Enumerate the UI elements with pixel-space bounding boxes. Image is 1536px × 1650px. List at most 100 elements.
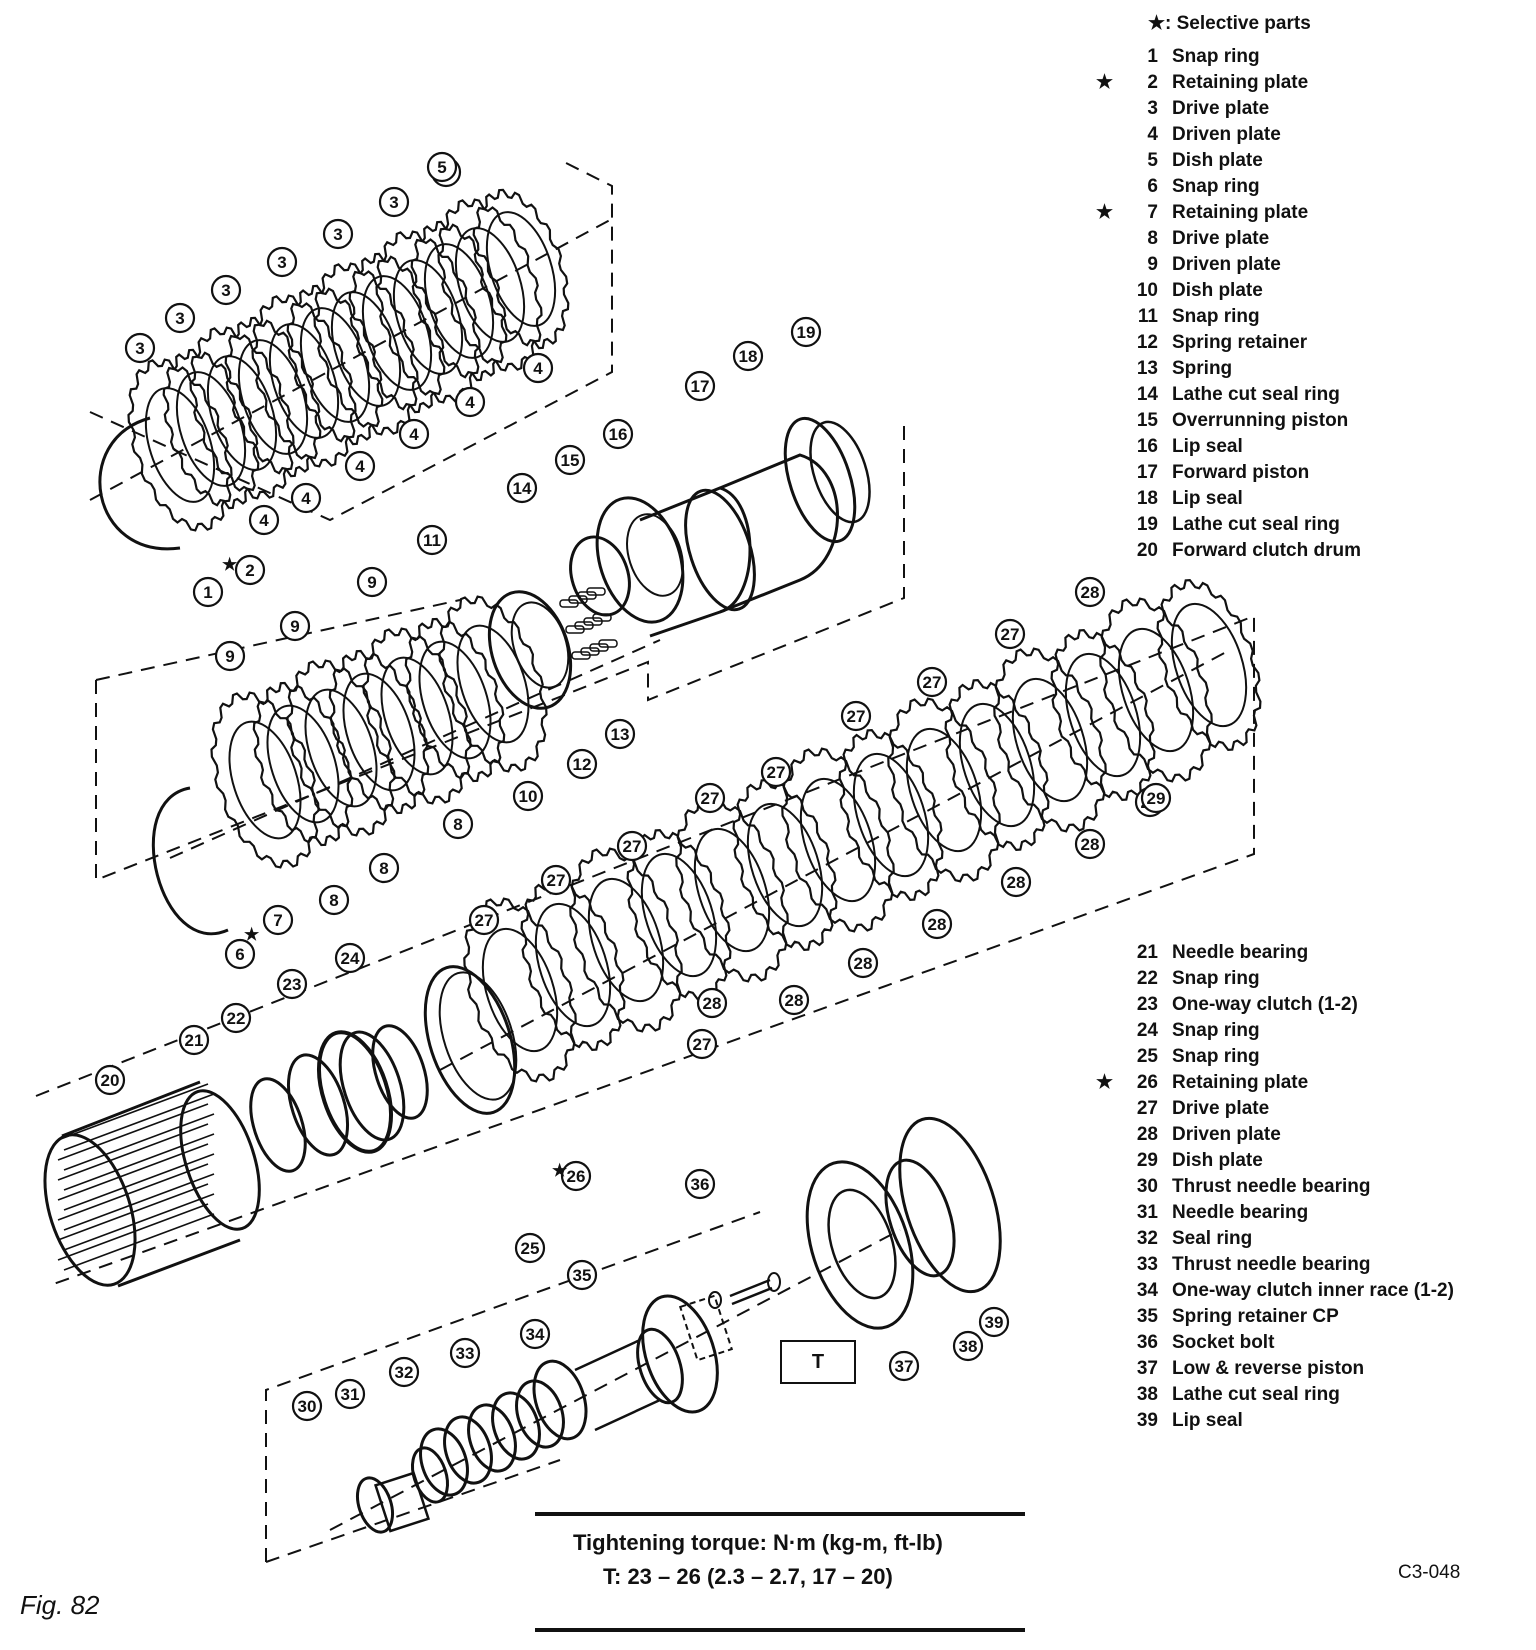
- callout-number: 24: [341, 949, 360, 968]
- callout-3: 3: [378, 186, 410, 218]
- callout-number: 4: [409, 425, 419, 444]
- callout-circle: [164, 302, 196, 334]
- legend-item-label: Snap ring: [1172, 306, 1260, 327]
- forward-clutch-drum-shape: [43, 1080, 261, 1288]
- driven-plate: [286, 284, 384, 446]
- drum-spline: [63, 1193, 215, 1251]
- callout-circle: [566, 748, 598, 780]
- callout-33: 33: [449, 1337, 481, 1369]
- torque-bottom-rule: [535, 1628, 1025, 1632]
- legend-item-label: Lathe cut seal ring: [1172, 384, 1340, 405]
- callout-31: 31: [334, 1378, 366, 1410]
- callout-circle: [220, 1002, 252, 1034]
- callout-number: 8: [329, 891, 338, 910]
- callout-4: 4: [248, 504, 280, 536]
- plate-inner-edge: [456, 624, 530, 744]
- legend-item-number: 16: [1136, 436, 1158, 457]
- callout-number: 20: [101, 1071, 120, 1090]
- callout-circle: [178, 1024, 210, 1056]
- one-way-clutch-shape: [249, 965, 518, 1173]
- callout-7: 7: [262, 904, 294, 936]
- callout-number: 7: [273, 911, 282, 930]
- callout-number: 4: [355, 457, 365, 476]
- callout-27: 27: [994, 618, 1026, 650]
- legend-item-label: Snap ring: [1172, 1020, 1260, 1041]
- plate-inner-edge: [392, 259, 464, 375]
- drive-plate: [437, 198, 543, 372]
- callout-19: 19: [790, 316, 822, 348]
- drum-spline: [57, 1163, 209, 1221]
- legend-item-label: Dish plate: [1172, 1150, 1263, 1171]
- callout-38: 38: [952, 1330, 984, 1362]
- callout-number: 29: [1147, 789, 1166, 808]
- callout-circle: [378, 186, 410, 218]
- callout-circle: [449, 1337, 481, 1369]
- callout-number: 27: [767, 763, 786, 782]
- callout-circle: [684, 370, 716, 402]
- callout-number: 33: [456, 1344, 475, 1363]
- legend-item-label: Lathe cut seal ring: [1172, 1384, 1340, 1405]
- callout-number: 6: [235, 945, 244, 964]
- drum-spline: [63, 1153, 215, 1211]
- legend-item-label: Overrunning piston: [1172, 410, 1349, 431]
- legend-item-number: 3: [1147, 98, 1158, 119]
- legend-item-number: 30: [1136, 1176, 1158, 1197]
- snap-ring-6-shape: [151, 786, 229, 935]
- driven-plate: [328, 649, 430, 815]
- callout-number: 28: [703, 994, 722, 1013]
- drum-spline: [63, 1093, 215, 1151]
- plate-inner-edge: [485, 211, 557, 327]
- callout-number: 27: [623, 837, 642, 856]
- legend-header: ★: Selective parts: [1148, 13, 1311, 34]
- legend-item-number: 7: [1147, 202, 1158, 223]
- callout-circle: [790, 316, 822, 348]
- legend-item-label: Seal ring: [1172, 1228, 1253, 1249]
- torque-value: T: 23 – 26 (2.3 – 2.7, 17 – 20): [603, 1564, 893, 1589]
- callout-29: 29: [1140, 782, 1172, 814]
- callout-6: 6: [224, 938, 256, 970]
- legend-item-number: 34: [1136, 1280, 1158, 1301]
- callout-35: 35: [566, 1259, 598, 1291]
- callout-circle: [279, 610, 311, 642]
- legend-item-label: Thrust needle bearing: [1172, 1176, 1371, 1197]
- legend-item-number: 26: [1136, 1072, 1158, 1093]
- callout-circle: [192, 576, 224, 608]
- callout-circle: [426, 151, 458, 183]
- group-1-outline: [89, 159, 613, 522]
- callout-circle: [398, 418, 430, 450]
- callout-number: 27: [1001, 625, 1020, 644]
- legend-item-number: 23: [1136, 994, 1158, 1015]
- callout-circle: [224, 938, 256, 970]
- selective-star-icon: ★: [1096, 72, 1114, 93]
- group-2-outline: [95, 418, 905, 882]
- callout-circle: [1000, 866, 1032, 898]
- figure-label: Fig. 82: [20, 1590, 100, 1620]
- callout-number: 14: [513, 479, 532, 498]
- plate-inner-edge: [746, 802, 824, 928]
- callout-12: 12: [566, 748, 598, 780]
- plate-inner-edge: [454, 227, 526, 343]
- callout-circle: [732, 340, 764, 372]
- callout-circle: [1140, 782, 1172, 814]
- axis-lines: [89, 219, 1231, 1531]
- callout-circle: [1074, 576, 1106, 608]
- plate-inner-edge: [852, 752, 930, 878]
- snap-ring-1-shape: [98, 416, 181, 551]
- plate-inner-edge: [1064, 652, 1142, 778]
- svg-text:★: ★: [244, 925, 260, 944]
- callout-number: 10: [519, 787, 538, 806]
- legend-item-number: 28: [1136, 1124, 1158, 1145]
- callout-number: 23: [283, 975, 302, 994]
- callout-number: 18: [739, 347, 758, 366]
- callout-circle: [994, 618, 1026, 650]
